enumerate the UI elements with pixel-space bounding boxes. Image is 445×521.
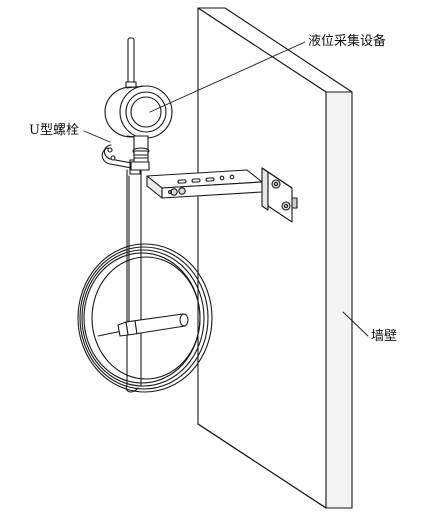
- wall: [197, 7, 353, 509]
- device-leader-line: [149, 41, 306, 113]
- antenna: [125, 37, 137, 91]
- wall-bracket: [146, 167, 298, 223]
- leader-lines: [83, 41, 369, 337]
- level-data-collector: [104, 85, 173, 171]
- level-sensor-probe: [97, 313, 189, 337]
- mounting-pipe: [126, 169, 142, 386]
- u-bolt-label: U型螺栓: [29, 123, 79, 138]
- wall-leader-line: [342, 311, 369, 337]
- bolt-leader-line: [83, 130, 111, 143]
- cable-coil: [77, 243, 213, 393]
- device-label: 液位采集设备: [308, 34, 387, 49]
- wall-label: 墙壁: [371, 329, 398, 344]
